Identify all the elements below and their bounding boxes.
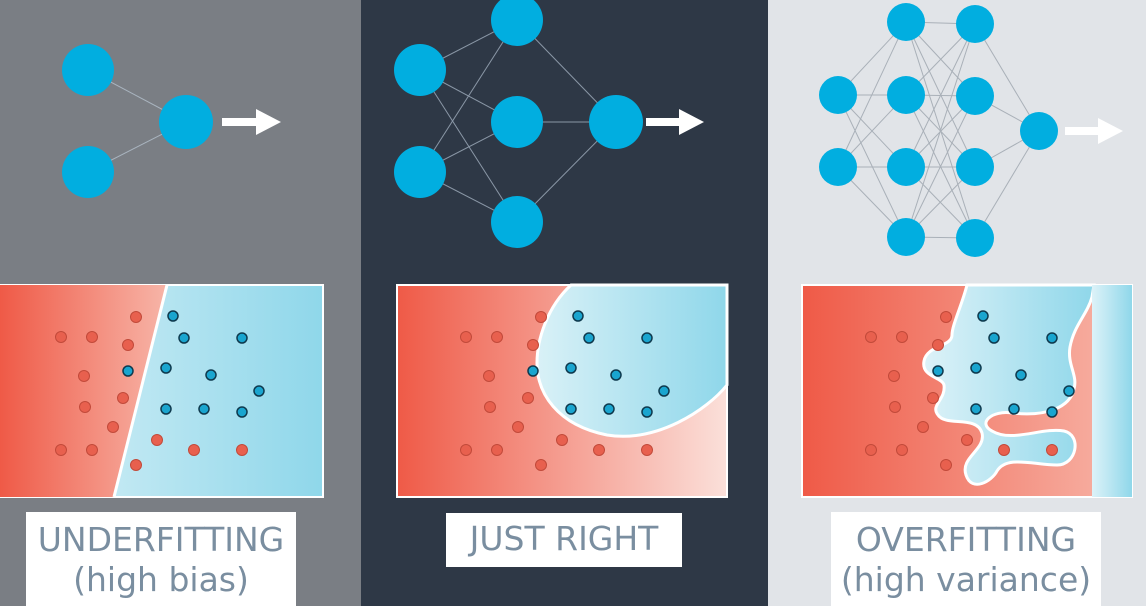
hidden-node xyxy=(956,5,994,43)
hidden-node xyxy=(491,96,543,148)
hidden-node xyxy=(887,3,925,41)
input-node xyxy=(394,44,446,96)
output-arrow-icon xyxy=(222,109,281,135)
output-node xyxy=(1020,112,1058,150)
just-right-label: JUST RIGHT xyxy=(446,513,682,567)
hidden-node xyxy=(491,0,543,46)
hidden-node xyxy=(887,218,925,256)
input-node xyxy=(819,148,857,186)
input-node xyxy=(394,146,446,198)
network-diagram-small xyxy=(62,44,281,198)
input-node xyxy=(819,76,857,114)
underfitting-plot xyxy=(0,284,324,498)
network-diagram-large xyxy=(819,3,1123,257)
network-diagram-medium xyxy=(394,0,704,248)
output-arrow-icon xyxy=(1065,118,1123,144)
overfitting-plot xyxy=(801,283,1133,498)
label-title: OVERFITTING xyxy=(855,520,1077,559)
panel-underfitting: UNDERFITTING (high bias) xyxy=(0,0,361,606)
output-node xyxy=(589,95,643,149)
hidden-node xyxy=(887,148,925,186)
label-title: JUST RIGHT xyxy=(469,519,659,558)
input-node xyxy=(62,44,114,96)
hidden-node xyxy=(956,148,994,186)
label-title: UNDERFITTING xyxy=(37,520,285,559)
label-subtitle: (high variance) xyxy=(840,560,1092,599)
just-right-plot xyxy=(396,283,729,498)
label-subtitle: (high bias) xyxy=(73,560,249,599)
input-node xyxy=(62,146,114,198)
output-node xyxy=(159,95,213,149)
panel-overfitting: OVERFITTING (high variance) xyxy=(768,0,1146,606)
overfitting-label: OVERFITTING (high variance) xyxy=(831,512,1101,606)
hidden-node xyxy=(491,196,543,248)
hidden-node xyxy=(956,219,994,257)
panel-just-right: JUST RIGHT xyxy=(361,0,768,606)
hidden-node xyxy=(887,76,925,114)
hidden-node xyxy=(956,77,994,115)
underfitting-label: UNDERFITTING (high bias) xyxy=(26,512,296,606)
output-arrow-icon xyxy=(646,109,704,135)
